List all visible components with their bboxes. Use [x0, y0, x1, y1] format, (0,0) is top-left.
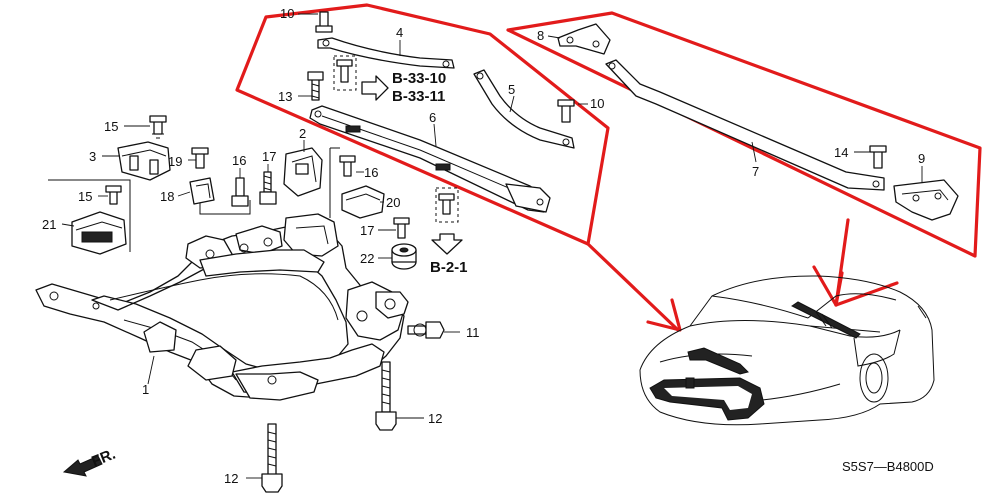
bolt-14 [869, 145, 887, 169]
bolt-12-lower [261, 423, 283, 493]
callout-14: 14 [834, 145, 848, 160]
callout-2: 2 [299, 126, 306, 141]
bolt-16-left [231, 177, 249, 207]
bracket-8 [557, 23, 611, 55]
bar-4 [317, 37, 455, 69]
callout-20: 20 [386, 195, 400, 210]
mount-20 [341, 185, 385, 219]
callout-6: 6 [429, 110, 436, 125]
car-illustration [639, 275, 935, 426]
bushing-22 [391, 243, 417, 270]
bolt-17-left [259, 171, 277, 205]
front-subframe [35, 213, 409, 401]
callout-9: 9 [918, 151, 925, 166]
bolt-box [333, 55, 357, 91]
bolt-10-right [557, 99, 575, 123]
highlight-outline-left [235, 3, 610, 246]
callout-15-lower: 15 [78, 189, 92, 204]
bolt-11 [407, 321, 445, 339]
callout-4: 4 [396, 25, 403, 40]
mount-3 [117, 141, 171, 181]
callout-5: 5 [508, 82, 515, 97]
red-arrow-right-head [812, 265, 844, 307]
callout-19: 19 [168, 154, 182, 169]
clip-18 [189, 177, 215, 205]
red-arrow-left-shaft [586, 242, 680, 332]
callout-13: 13 [278, 89, 292, 104]
mount-21-box [48, 179, 131, 252]
bolt-15-lower [105, 185, 122, 205]
bolt-13 [307, 71, 324, 101]
callout-10-right: 10 [590, 96, 604, 111]
diagram-code: S5S7—B4800D [842, 459, 934, 474]
callout-7: 7 [752, 164, 759, 179]
bolt-12-upper [375, 361, 397, 431]
callout-15-upper: 15 [104, 119, 118, 134]
ref-arrow-right [361, 75, 389, 101]
bar-5 [473, 69, 575, 149]
callout-21: 21 [42, 217, 56, 232]
bracket-box [199, 200, 251, 215]
callout-8: 8 [537, 28, 544, 43]
ref-arrow-down [431, 233, 463, 255]
callout-10-top: 10 [280, 6, 294, 21]
callout-12-lower: 12 [224, 471, 238, 486]
bolt-16-right [339, 155, 356, 177]
bracket-box-right [329, 147, 340, 218]
leader-lines [61, 13, 923, 479]
reference-b-33-11: B-33-11 [392, 88, 445, 105]
bolt-19 [191, 147, 209, 169]
callout-16-right: 16 [364, 165, 378, 180]
mount-21 [71, 211, 127, 255]
callout-3: 3 [89, 149, 96, 164]
callout-18: 18 [160, 189, 174, 204]
crossbar-6 [309, 105, 551, 213]
bracket-9 [893, 179, 959, 221]
bolt-box-lower [435, 187, 459, 223]
front-label: FR. [89, 446, 118, 471]
callout-17-right: 17 [360, 223, 374, 238]
bolt-15-upper [149, 115, 167, 139]
reference-b-2-1: B-2-1 [430, 259, 468, 276]
callout-1: 1 [142, 382, 149, 397]
bracket-2 [283, 147, 323, 197]
bar-7 [605, 59, 885, 191]
bolt-17-right [393, 217, 410, 239]
callout-12-upper: 12 [428, 411, 442, 426]
bolt-10-top [315, 11, 333, 33]
callout-11: 11 [466, 325, 480, 340]
highlight-outline-right [506, 11, 982, 258]
callout-16-left: 16 [232, 153, 246, 168]
callout-22: 22 [360, 251, 374, 266]
reference-b-33-10: B-33-10 [392, 70, 446, 87]
callout-17-left: 17 [262, 149, 276, 164]
front-direction-arrow: FR. [62, 446, 118, 477]
